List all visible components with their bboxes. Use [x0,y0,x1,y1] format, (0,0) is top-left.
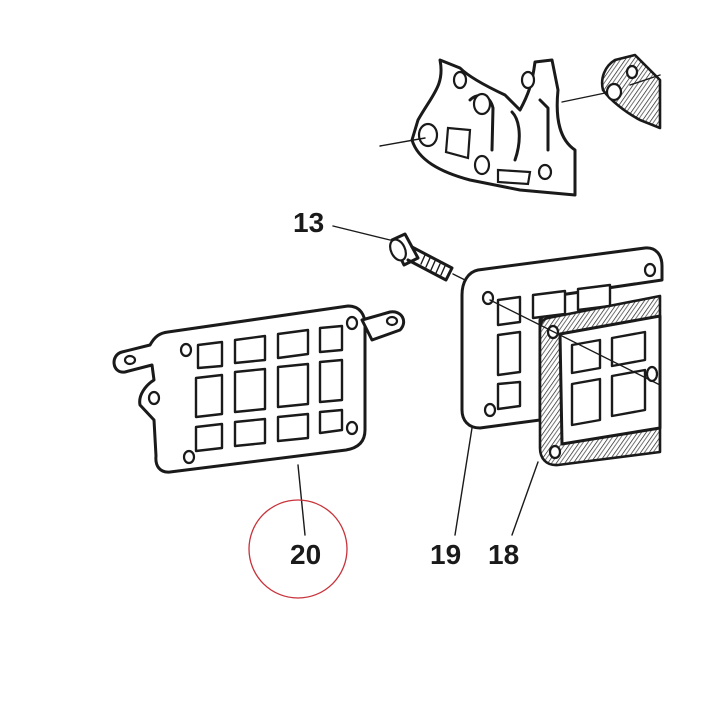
gasket-18 [489,294,662,536]
callout-19: 19 [430,539,461,570]
reed-valve-body-20 [112,304,406,536]
crankcase-fragment [379,58,611,197]
reed-plate-19 [454,246,664,536]
highlight-circle [248,499,348,599]
callout-13: 13 [293,207,324,238]
bolt-13 [332,225,466,282]
callout-20: 20 [290,539,321,570]
crankcase-right-fragment [600,53,662,130]
callout-18: 18 [488,539,519,570]
